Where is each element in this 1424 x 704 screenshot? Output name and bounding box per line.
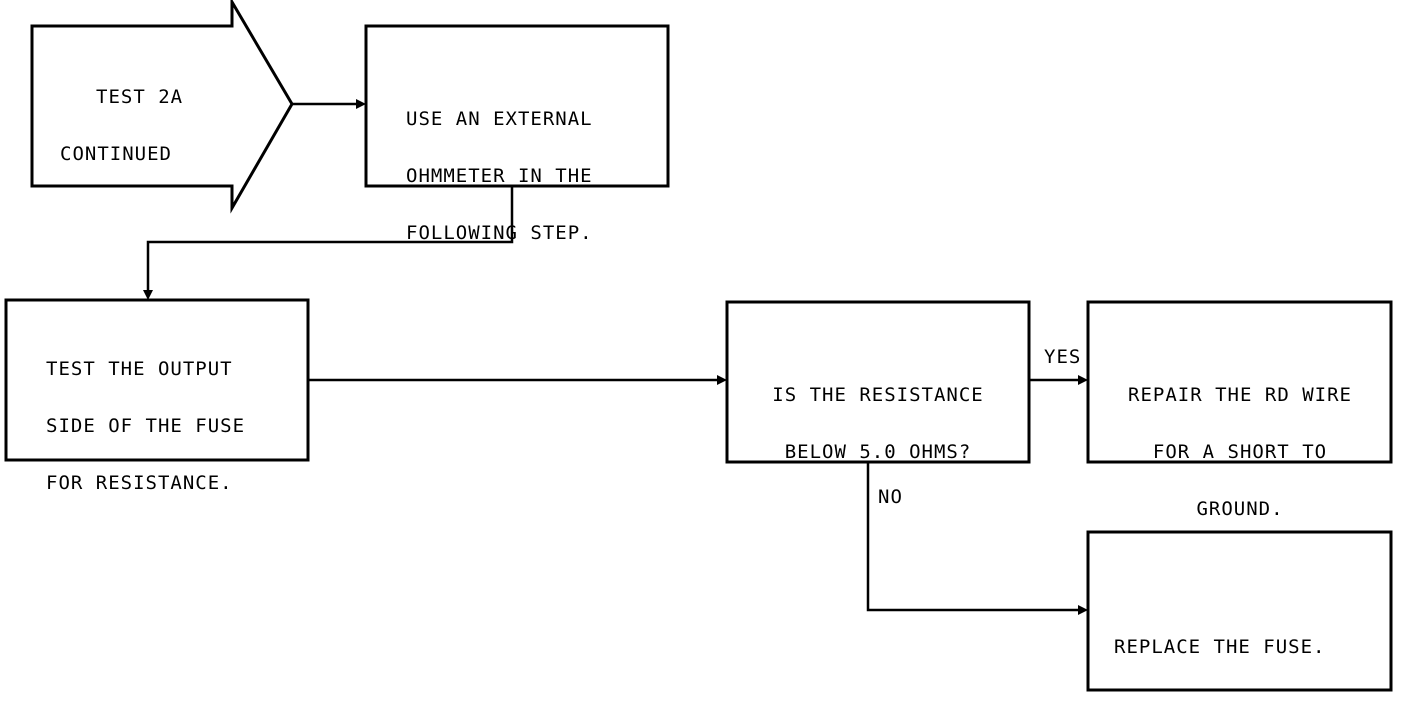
start-label: TEST 2A CONTINUED [60, 50, 200, 183]
ohmmeter-text: USE AN EXTERNAL OHMMETER IN THE FOLLOWIN… [406, 72, 656, 262]
test-output-line-2: SIDE OF THE FUSE [46, 415, 246, 437]
ohmmeter-line-2: OHMMETER IN THE [406, 165, 593, 187]
yes-label: YES [1044, 346, 1082, 368]
repair-line-1: REPAIR THE RD WIRE [1128, 384, 1352, 406]
repair-box [1086, 300, 1393, 464]
replace-line-1: REPLACE THE FUSE. [1114, 636, 1326, 658]
test-output-text: TEST THE OUTPUT SIDE OF THE FUSE FOR RES… [46, 322, 296, 512]
replace-text: REPLACE THE FUSE. [1114, 600, 1374, 676]
start-line-1: TEST 2A [96, 86, 184, 108]
repair-line-2: FOR A SHORT TO [1152, 441, 1328, 463]
start-arrow-shape [30, 0, 294, 214]
test-output-line-1: TEST THE OUTPUT [46, 358, 233, 380]
ohmmeter-box [364, 24, 670, 188]
arrowhead-icon [143, 290, 153, 300]
ohmmeter-line-3: FOLLOWING STEP. [406, 222, 593, 244]
repair-line-3: GROUND. [1196, 498, 1284, 520]
arrowhead-icon [717, 375, 727, 385]
ohmmeter-line-1: USE AN EXTERNAL [406, 108, 593, 130]
arrowhead-icon [356, 99, 366, 109]
arrowhead-icon [1078, 375, 1088, 385]
start-line-2: CONTINUED [60, 143, 172, 165]
question-line-1: IS THE RESISTANCE [772, 384, 984, 406]
arrowhead-icon [1078, 605, 1088, 615]
question-text: IS THE RESISTANCE BELOW 5.0 OHMS? [742, 348, 1014, 481]
question-line-2: BELOW 5.0 OHMS? [784, 441, 972, 463]
question-box [725, 300, 1031, 464]
replace-box [1086, 530, 1393, 692]
no-label: NO [878, 486, 903, 508]
repair-text: REPAIR THE RD WIRE FOR A SHORT TO GROUND… [1100, 348, 1380, 538]
connector-no [866, 462, 1080, 612]
connector-ohmmeter-to-test [146, 186, 514, 292]
test-output-line-3: FOR RESISTANCE. [46, 472, 233, 494]
